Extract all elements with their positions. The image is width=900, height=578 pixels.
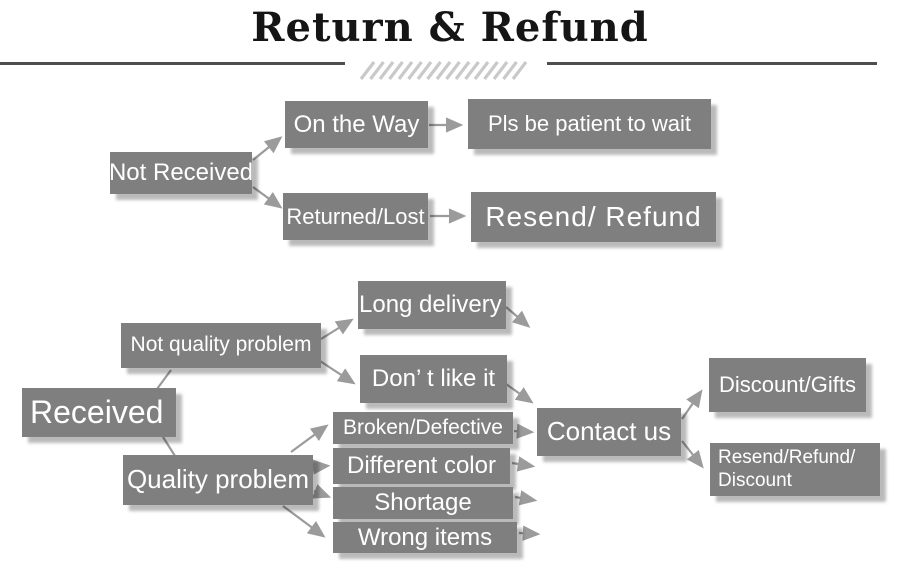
title-rule-left <box>0 62 345 65</box>
node-shortage: Shortage <box>333 487 513 519</box>
node-resend-refund-discount: Resend/Refund/ Discount <box>710 443 880 496</box>
node-broken-defective: Broken/Defective <box>333 412 513 444</box>
node-received: Received <box>22 388 176 437</box>
node-different-color: Different color <box>333 448 510 484</box>
node-resend-refund: Resend/ Refund <box>471 192 716 242</box>
node-wrong-items: Wrong items <box>333 522 517 553</box>
node-returned-lost: Returned/Lost <box>283 193 428 240</box>
node-not-received: Not Received <box>109 152 253 194</box>
node-not-quality-problem: Not quality problem <box>121 323 321 368</box>
node-quality-problem: Quality problem <box>123 455 313 505</box>
title-hatch-marks <box>359 61 528 80</box>
node-contact-us: Contact us <box>537 408 681 456</box>
node-pls-be-patient-to-wait: Pls be patient to wait <box>468 99 711 149</box>
node-on-the-way: On the Way <box>285 101 428 148</box>
node-discount-gifts: Discount/Gifts <box>709 358 866 412</box>
node-long-delivery: Long delivery <box>358 281 506 329</box>
page-title: Return & Refund <box>251 4 649 51</box>
title-rule-right <box>547 62 877 65</box>
node-dont-like-it: Don’ t like it <box>360 355 507 403</box>
